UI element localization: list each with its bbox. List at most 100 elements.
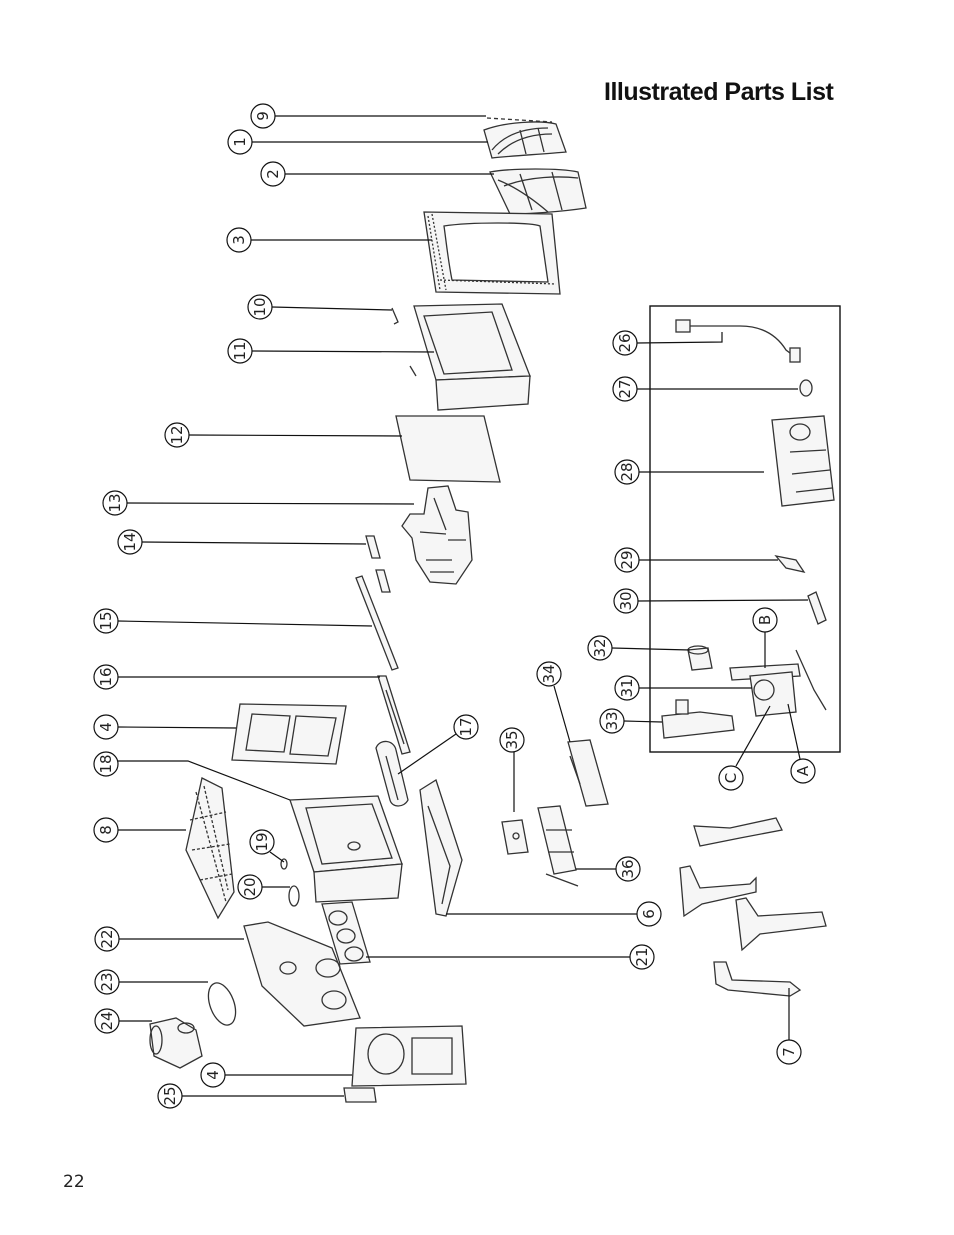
callout-label: 7: [780, 1047, 798, 1057]
callout-bubble: [612, 330, 638, 356]
callout-label: A: [794, 765, 812, 776]
callout-30: 30: [613, 588, 639, 614]
leader-line-a: [787, 703, 801, 760]
control-valve-inset-box: [649, 305, 841, 753]
part-drawings: [149, 117, 841, 1103]
callout-label: 11: [231, 341, 249, 360]
leader-line-30: [637, 599, 809, 602]
callout-bubble: [752, 607, 778, 633]
page-number: 22: [63, 1172, 85, 1192]
callout-34: 34: [536, 661, 562, 687]
part-2-arch-grille: [489, 168, 587, 215]
callout-label: 23: [98, 972, 116, 991]
part-23-gasket-ring: [207, 982, 237, 1026]
callout-label: 29: [618, 550, 636, 569]
callout-18: 18: [93, 751, 119, 777]
callout-label: 9: [254, 111, 272, 121]
callout-15: 15: [93, 608, 119, 634]
callout-7: 7: [776, 1039, 802, 1065]
callout-25: 25: [157, 1083, 183, 1109]
callout-bubble: [587, 635, 613, 661]
callout-36: 36: [615, 856, 641, 882]
leader-line-19: [269, 851, 285, 863]
callout-label: 32: [591, 638, 609, 657]
leader-line-c: [735, 705, 771, 767]
part-31-burner-valve: [729, 649, 827, 717]
part-16-tall-panel: [377, 675, 411, 755]
callout-bubble: [200, 1062, 226, 1088]
callout-bubble: [612, 376, 638, 402]
callout-a: A: [790, 758, 816, 784]
callout-9: 9: [250, 103, 276, 129]
callout-19: 19: [249, 829, 275, 855]
callout-bubble: [93, 817, 119, 843]
part-30-thermocouple: [807, 591, 827, 625]
callout-bubble: [790, 758, 816, 784]
part-36-bracket-assembly: [537, 805, 579, 887]
leader-line-15: [117, 620, 373, 627]
callout-label: 10: [251, 297, 269, 316]
part-32-cylinder: [687, 645, 713, 671]
callout-29: 29: [614, 547, 640, 573]
callout-bubble: [615, 856, 641, 882]
callout-bubble: [453, 714, 479, 740]
leader-line-11: [251, 350, 435, 353]
callout-bubble: [599, 708, 625, 734]
callout-11: 11: [227, 338, 253, 364]
part-1-arch-grille: [483, 121, 567, 159]
callout-16: 16: [93, 664, 119, 690]
part-20-gasket: [288, 885, 300, 907]
callout-27: 27: [612, 376, 638, 402]
part-25-bracket: [343, 1087, 377, 1103]
callout-label: 24: [98, 1011, 116, 1030]
callout-bubble: [102, 490, 128, 516]
callout-bubbles: 9123101112131415164181781920222324425353…: [93, 103, 816, 1109]
part-14-bracket: [365, 535, 391, 593]
callout-label: 16: [97, 667, 115, 686]
callout-bubble: [94, 926, 120, 952]
leader-line-34: [553, 685, 571, 743]
part-15-strip: [355, 575, 399, 671]
callout-4: 4: [93, 714, 119, 740]
callout-label: 31: [618, 678, 636, 697]
leader-line-17: [397, 733, 457, 775]
callout-26: 26: [612, 330, 638, 356]
callout-label: 6: [640, 909, 658, 919]
leader-line-13: [126, 502, 415, 505]
callout-label: 34: [540, 664, 558, 683]
callout-bubble: [93, 664, 119, 690]
callout-bubble: [157, 1083, 183, 1109]
callout-label: 4: [97, 722, 115, 732]
callout-bubble: [93, 751, 119, 777]
part-11-top-box: [409, 303, 531, 411]
callout-label: 33: [603, 711, 621, 730]
part-13-log-assembly: [401, 485, 473, 585]
callout-12: 12: [164, 422, 190, 448]
part-9-strip: [486, 117, 553, 123]
callout-b: B: [752, 607, 778, 633]
callout-label: C: [722, 773, 740, 783]
part-10-clip: [391, 307, 399, 325]
callout-label: 15: [97, 611, 115, 630]
callout-bubble: [718, 765, 744, 791]
callout-label: 26: [616, 333, 634, 352]
part-7-legs: [679, 817, 827, 997]
part-22-bottom-housing: [243, 921, 361, 1027]
callout-6: 6: [636, 901, 662, 927]
callout-label: 8: [97, 825, 115, 835]
callout-bubble: [227, 338, 253, 364]
leader-line-12: [188, 434, 403, 437]
callout-label: 20: [241, 877, 259, 896]
callout-bubble: [536, 661, 562, 687]
callout-bubble: [614, 459, 640, 485]
part-26-pilot-tube: [675, 319, 801, 363]
callout-label: 4: [204, 1070, 222, 1080]
callout-label: 35: [503, 730, 521, 749]
callout-label: 18: [97, 754, 115, 773]
callout-4: 4: [200, 1062, 226, 1088]
leader-lines: [117, 115, 809, 1097]
callout-17: 17: [453, 714, 479, 740]
callout-bubble: [94, 969, 120, 995]
